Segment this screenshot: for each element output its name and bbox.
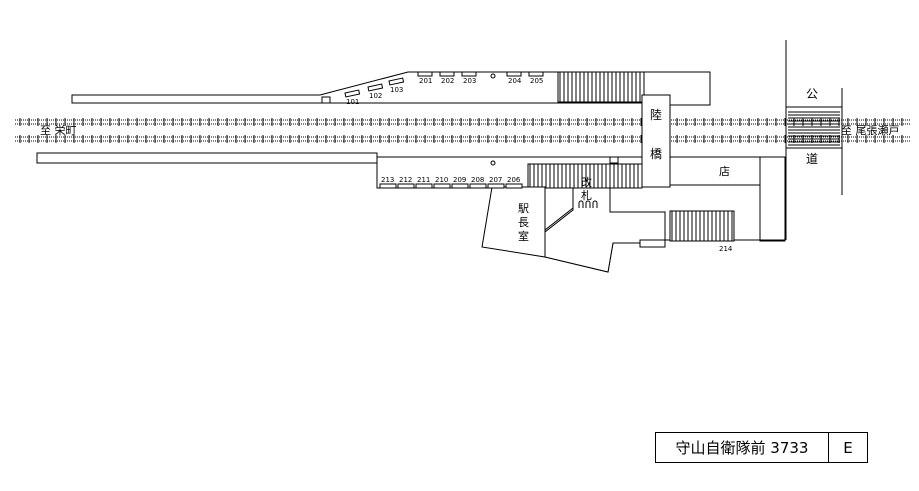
platform-marker [417,71,433,77]
station-office [481,186,546,258]
overpass-label-1: 陸 [650,108,662,122]
platform-number: 205 [530,77,543,85]
north-platform [71,71,711,106]
platform-marker [379,183,397,189]
platform-marker [487,183,505,189]
platform-marker [433,183,451,189]
platform-number: 204 [508,77,522,85]
store-label: 店 [719,164,730,178]
ticket-gate-area [544,187,666,273]
platform-marker [415,183,433,189]
south-platform-numbers: 213 212 211 210 209 208 207 206 [379,176,523,189]
platform-number: 213 [381,176,394,184]
overpass [641,94,671,188]
platform-number: 212 [399,176,412,184]
platform-marker [397,183,415,189]
platform-marker [506,71,522,77]
platform-number: 210 [435,176,448,184]
platform-number: 102 [369,92,382,100]
direction-left: 至 栄町 [40,123,77,137]
platform-number: 203 [463,77,476,85]
platform-marker [451,183,469,189]
platform-number: 206 [507,176,521,184]
station-title-box: 守山自衛隊前 3733 E [655,432,868,463]
platform-marker [505,183,523,189]
north-platform-numbers: 101 102 103 201 202 203 204 205 [344,71,544,106]
office-label-3: 室 [518,229,529,243]
direction-code: E [843,438,853,457]
ticket-gate-label-1: 改 [581,175,592,189]
direction-right: 至 尾張瀬戸 [841,123,900,137]
platform-marker [367,83,384,92]
station-name: 守山自衛隊前 3733 [656,433,829,462]
office-label-1: 駅 [518,202,529,215]
platform-number: 208 [471,176,484,184]
platform-number: 103 [390,86,403,94]
road-label-2: 道 [806,152,818,166]
platform-number: 211 [417,176,430,184]
platform-number: 209 [453,176,466,184]
office-label-2: 長 [518,216,529,229]
platform-marker [439,71,455,77]
overpass-label-2: 橋 [650,147,662,161]
public-road [785,40,843,240]
platform-marker [469,183,487,189]
platform-marker [461,71,477,77]
platform-marker [528,71,544,77]
ticket-gate-label-2: 札 [581,189,592,202]
platform-marker [388,77,405,86]
road-label-1: 公 [806,87,818,101]
stair-number: 214 [719,245,733,253]
platform-number: 207 [489,176,502,184]
platform-number: 202 [441,77,454,85]
platform-marker [344,89,361,98]
platform-number: 201 [419,77,432,85]
platform-number: 101 [346,98,359,106]
rail-tracks [15,118,910,143]
